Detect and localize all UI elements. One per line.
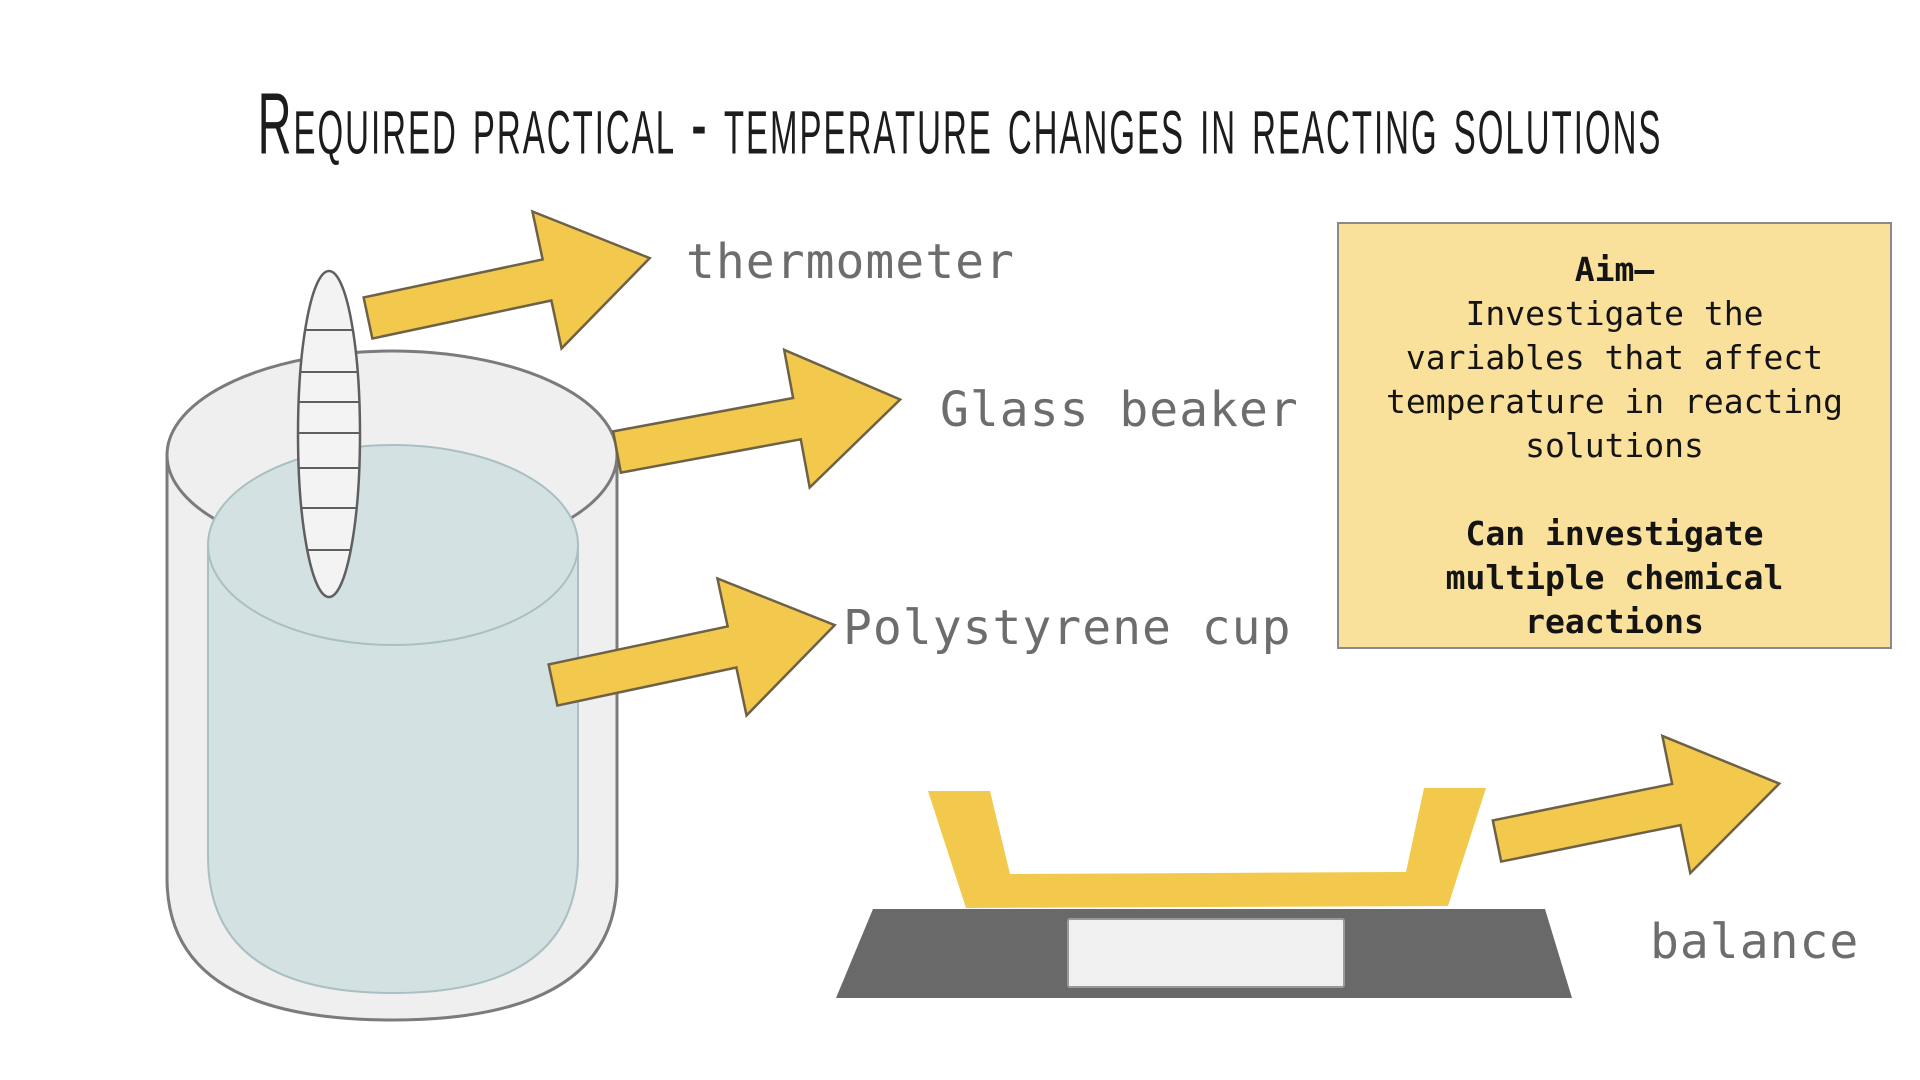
aim-spacer [1339,468,1890,512]
page-title: Required practical - temperature changes… [257,73,1663,172]
aim-bold-line: Can investigate [1465,514,1764,553]
aim-body-line: variables that affect [1405,338,1824,377]
balance-display [1067,918,1345,988]
thermometer-label: thermometer [686,234,1015,290]
aim-bold-line: reactions [1525,602,1704,641]
aim-body-line: temperature in reacting [1386,382,1843,421]
balance-pan [928,788,1486,908]
aim-body-line: solutions [1525,426,1704,465]
balance-icon [836,788,1572,998]
aim-body-line: Investigate the [1465,294,1764,333]
thermometer-icon [296,269,362,599]
balance-label: balance [1650,914,1860,970]
polystyrene-cup-arrow-icon [547,576,837,718]
liquid-surface [207,444,579,646]
aim-box: Aim– Investigate the variables that affe… [1337,222,1892,649]
balance-arrow-icon [1491,733,1782,876]
glass-beaker-arrow-icon [611,347,903,491]
polystyrene-cup-label: Polystyrene cup [843,600,1292,656]
glass-beaker-label: Glass beaker [940,382,1299,438]
liquid-body [207,544,579,995]
thermometer-arrow-icon [362,209,652,351]
aim-heading: Aim– [1574,250,1655,289]
aim-bold-line: multiple chemical [1445,558,1784,597]
